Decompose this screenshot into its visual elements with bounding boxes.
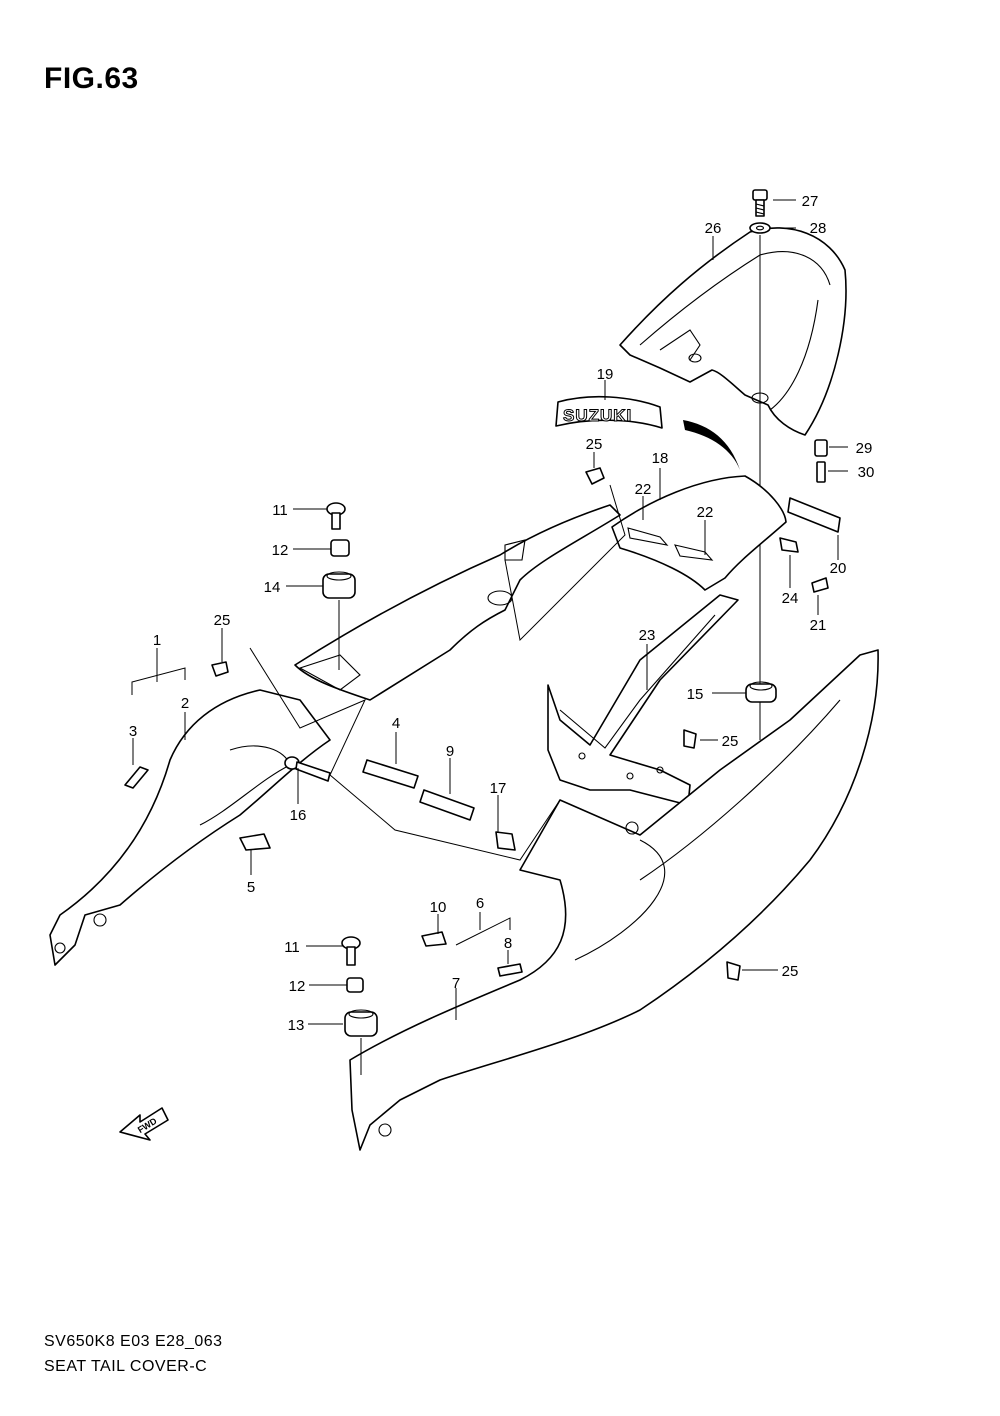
callout-c26: 26 [705, 220, 722, 237]
collar-part-12-bottom [346, 977, 364, 993]
callout-c11a: 11 [272, 502, 288, 519]
figure-title: FIG.63 [44, 62, 139, 95]
callout-c13: 13 [288, 1017, 305, 1034]
left-side-cover-part-2 [49, 689, 331, 966]
callout-c28: 28 [810, 220, 827, 237]
grommet-part-15 [745, 681, 777, 703]
left-frame-cover [294, 504, 621, 701]
callout-c20: 20 [830, 560, 847, 577]
callout-c14: 14 [264, 579, 281, 596]
label-part-9 [419, 789, 475, 821]
callout-c9: 9 [446, 743, 454, 760]
callout-c4: 4 [392, 715, 400, 732]
callout-c12b: 12 [289, 978, 306, 995]
grommet-part-13 [344, 1009, 378, 1037]
callout-c2: 2 [181, 695, 189, 712]
callout-c25c: 25 [722, 733, 739, 750]
callout-leader-lines [131, 199, 848, 1025]
emblem-part-19: SUZUKI [555, 395, 663, 429]
callout-c12a: 12 [272, 542, 289, 559]
rivet-part-25-b [211, 661, 229, 677]
callout-c16: 16 [290, 807, 307, 824]
callout-c25d: 25 [782, 963, 799, 980]
tail-cover-part-18 [611, 475, 787, 591]
callout-c17: 17 [490, 780, 507, 797]
label-part-5 [239, 833, 271, 851]
callout-c15: 15 [687, 686, 704, 703]
callout-c8: 8 [504, 935, 512, 952]
callout-c7: 7 [452, 975, 460, 992]
label-part-8 [497, 963, 523, 977]
callout-c3: 3 [129, 723, 137, 740]
callout-c19: 19 [597, 366, 614, 383]
bolt-part-27 [752, 189, 768, 217]
clip-part-17 [495, 831, 516, 851]
right-side-cover-part-7 [349, 649, 879, 1151]
callout-c10: 10 [430, 899, 447, 916]
rivet-part-25-a [585, 467, 605, 485]
callout-c29: 29 [856, 440, 873, 457]
bracket-part-23 [547, 594, 739, 806]
callout-c22a: 22 [635, 481, 652, 498]
clip-part-24 [779, 537, 799, 553]
collar-part-12-top [330, 539, 350, 557]
washer-part-28 [749, 222, 771, 234]
callout-c23: 23 [639, 627, 656, 644]
screw-part-11-top [326, 502, 346, 530]
callout-c27: 27 [802, 193, 819, 210]
model-code: SV650K8 E03 E28_063 [44, 1333, 223, 1350]
callout-c1: 1 [153, 632, 161, 649]
bolt-part-30 [816, 461, 826, 483]
callout-c5: 5 [247, 879, 255, 896]
callout-c25b: 25 [214, 612, 231, 629]
grab-handle-part-26 [619, 227, 847, 436]
emblem-text: SUZUKI [563, 406, 632, 425]
cushion-part-20 [787, 497, 841, 533]
callout-c22b: 22 [697, 504, 714, 521]
rivet-part-25-c [683, 729, 697, 749]
label-part-3 [124, 766, 149, 789]
pad-part-21 [811, 577, 829, 593]
callout-c11b: 11 [284, 939, 300, 956]
rivet-part-25-d [726, 961, 741, 981]
callout-c25a: 25 [586, 436, 603, 453]
bolt-part-16 [284, 756, 331, 782]
callout-c21: 21 [810, 617, 827, 634]
callout-c6: 6 [476, 895, 484, 912]
callout-c30: 30 [858, 464, 875, 481]
figure-caption: SEAT TAIL COVER-C [44, 1358, 208, 1375]
collar-part-29 [814, 439, 828, 457]
callout-c24: 24 [782, 590, 799, 607]
label-part-4 [362, 759, 419, 789]
grommet-part-14 [322, 571, 356, 599]
callout-c18: 18 [652, 450, 669, 467]
label-part-10 [421, 931, 447, 947]
forward-direction-arrow: FWD [119, 1107, 169, 1141]
screw-part-11-bottom [341, 936, 361, 966]
